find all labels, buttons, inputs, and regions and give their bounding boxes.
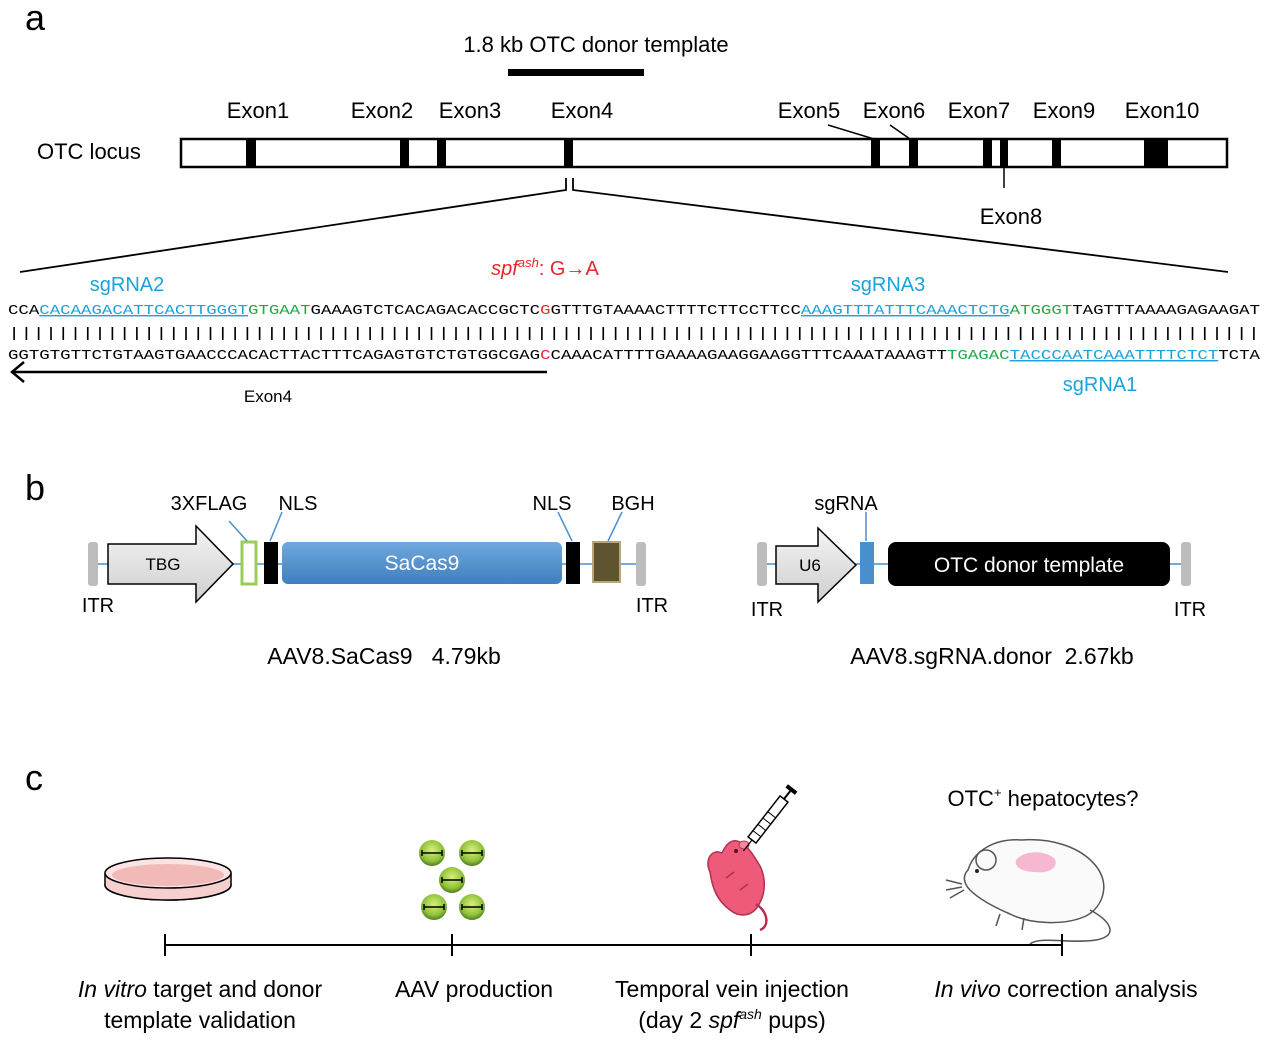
petri-dish-icon <box>104 857 232 901</box>
tbg-label: TBG <box>146 555 181 574</box>
itr-right-label: ITR <box>636 595 668 617</box>
bgh-block <box>592 541 621 583</box>
exon7-label: Exon7 <box>948 98 1010 123</box>
exon2-label: Exon2 <box>351 98 413 123</box>
panel-a-letter: a <box>25 0 46 38</box>
zoom-lines <box>19 178 1229 273</box>
nls1-label: NLS <box>279 493 318 515</box>
aav-particles-icon <box>419 840 485 920</box>
mouse-icon <box>945 838 1111 945</box>
3xflag-label: 3XFLAG <box>171 493 248 515</box>
exon3-block <box>437 139 446 167</box>
itr-left-block <box>88 542 98 586</box>
u6-promoter-arrow <box>775 526 858 604</box>
exon7-block <box>983 139 992 167</box>
tbg-promoter-arrow <box>107 524 235 604</box>
pup-injection-icon <box>707 784 798 932</box>
donor-template-bar <box>508 69 644 76</box>
exon-leader-lines <box>827 124 1005 188</box>
aav-sgrna-donor-caption: AAV8.sgRNA.donor 2.67kb <box>850 643 1133 669</box>
exon4-arrow-label: Exon4 <box>244 387 292 406</box>
nls2-block <box>566 542 580 584</box>
exon4-direction-arrow <box>10 361 547 383</box>
sgrna2-label: sgRNA2 <box>90 274 164 296</box>
step1-label-line2: template validation <box>104 1007 296 1033</box>
exon3-label: Exon3 <box>439 98 501 123</box>
exon-blocks <box>246 139 1168 167</box>
aav-sacas9-construct: TBG SaCas9 3XFLAG NLS NLS BGH ITR ITR AA… <box>82 493 668 669</box>
bottom-strand-sequence: GGTGTGTTCTGTAAGTGAACCCACACTTACTTTCAGAGTG… <box>8 348 1261 364</box>
donor-template-label: 1.8 kb OTC donor template <box>463 32 728 57</box>
nls2-label: NLS <box>533 493 572 515</box>
step4-label: In vivo correction analysis <box>934 976 1197 1002</box>
base-pair-lines: ||||||||||||||||||||||||||||||||||||||||… <box>8 326 1260 342</box>
exon5-block <box>871 139 880 167</box>
step3-label-line2: (day 2 spfash pups) <box>638 1006 826 1033</box>
step3-label-line1: Temporal vein injection <box>615 976 849 1002</box>
otc-hepatocytes-question: OTC+ hepatocytes? <box>947 785 1138 811</box>
exon9-block <box>1052 139 1061 167</box>
itr-right-block <box>636 542 646 586</box>
exon8-block <box>1000 139 1008 167</box>
itr-right-block-2 <box>1181 542 1191 586</box>
3xflag-block <box>240 540 258 586</box>
sgrna3-label: sgRNA3 <box>851 274 925 296</box>
sgrna1-label: sgRNA1 <box>1063 374 1137 396</box>
exon5-label: Exon5 <box>778 98 840 123</box>
exon9-label: Exon9 <box>1033 98 1095 123</box>
aav-sacas9-caption: AAV8.SaCas9 4.79kb <box>267 643 501 669</box>
otc-donor-block <box>888 542 1170 586</box>
panel-b-letter: b <box>25 467 45 508</box>
timeline <box>164 934 1063 956</box>
exon6-label: Exon6 <box>863 98 925 123</box>
otc-locus-label: OTC locus <box>37 139 141 164</box>
bgh-label: BGH <box>611 493 654 515</box>
step2-label: AAV production <box>395 976 553 1002</box>
aav-sgrna-donor-construct: U6 sgRNA OTC donor template ITR ITR AAV8… <box>751 493 1206 669</box>
itr-left-label-2: ITR <box>751 599 783 621</box>
otc-locus-bar <box>179 137 1229 169</box>
nls1-block <box>264 542 278 584</box>
exon4-label: Exon4 <box>551 98 613 123</box>
sacas9-label: SaCas9 <box>385 552 460 575</box>
exon1-label: Exon1 <box>227 98 289 123</box>
exon10-label: Exon10 <box>1125 98 1200 123</box>
sacas9-block <box>282 542 562 584</box>
panel-c-letter: c <box>25 757 43 798</box>
itr-right-label-2: ITR <box>1174 599 1206 621</box>
exon4-block <box>564 139 573 167</box>
exon6-block <box>909 139 918 167</box>
step1-label-line1: In vitro target and donor <box>78 976 323 1002</box>
mutation-label: spfash: G→A <box>491 255 599 280</box>
sgrna-label: sgRNA <box>814 493 878 515</box>
exon8-label: Exon8 <box>980 204 1042 229</box>
itr-left-block-2 <box>757 542 767 586</box>
sgrna-block <box>860 542 874 584</box>
u6-label: U6 <box>799 556 821 575</box>
itr-left-label: ITR <box>82 595 114 617</box>
exon2-block <box>400 139 409 167</box>
exon1-block <box>246 139 256 167</box>
exon10-block <box>1144 139 1168 167</box>
otc-donor-label: OTC donor template <box>934 554 1124 577</box>
